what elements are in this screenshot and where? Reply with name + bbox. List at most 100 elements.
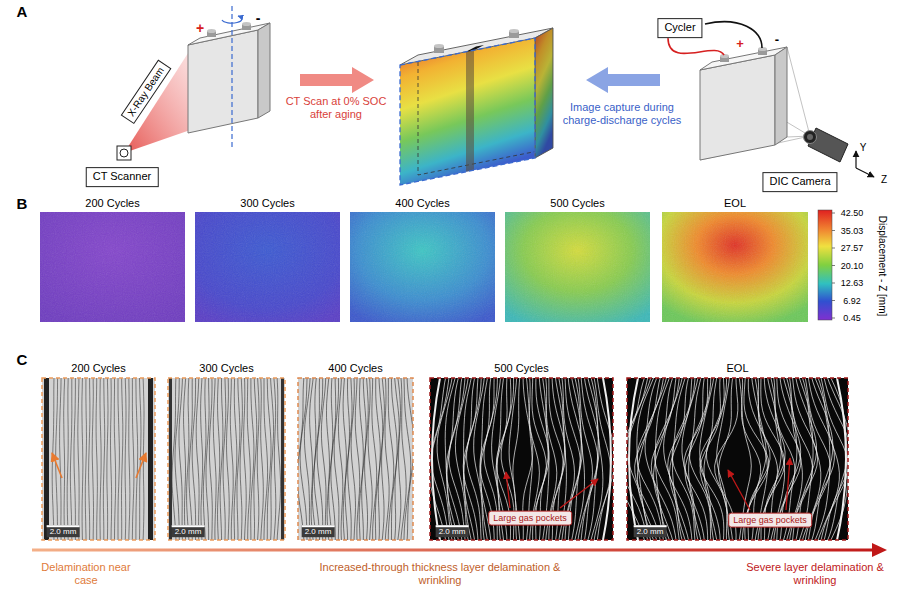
- pointer-arrow: [728, 470, 750, 510]
- panel-heading: 300 Cycles: [199, 362, 253, 375]
- view-lines: [700, 47, 810, 160]
- cell-front: [700, 55, 775, 160]
- electrode-layer: [184, 378, 186, 540]
- electrode-layer: [234, 378, 237, 540]
- electrode-layer: [635, 378, 661, 540]
- tick: [832, 213, 835, 214]
- electrode-layer: [172, 378, 176, 540]
- electrode-layer: [203, 378, 206, 540]
- electrode-layers: [298, 378, 413, 540]
- dic-map: [505, 212, 650, 322]
- scale-bar-label: 2.0 mm: [634, 525, 667, 537]
- terminal: [242, 22, 251, 26]
- tick: [832, 230, 835, 231]
- electrode-layer: [375, 378, 380, 540]
- tick-value: 6.92: [843, 295, 861, 306]
- terminal: [434, 44, 444, 48]
- tick-value: 0.45: [843, 313, 861, 324]
- electrode-layer: [192, 378, 195, 540]
- electrode-layer: [89, 378, 90, 540]
- case-wall: [432, 378, 440, 540]
- electrode-layer: [312, 378, 316, 540]
- electrode-layer: [348, 378, 352, 540]
- scale-bar-label: 2.0 mm: [47, 525, 80, 537]
- scale-bar-label: 2.0 mm: [436, 525, 469, 537]
- electrode-layer: [474, 378, 485, 540]
- electrode-layer: [114, 378, 115, 540]
- scale-bar-label: 2.0 mm: [302, 525, 335, 537]
- electrode-layer: [594, 378, 611, 540]
- electrode-layer: [175, 378, 179, 540]
- panel-letter: A: [17, 3, 28, 21]
- electrode-layer: [237, 378, 240, 540]
- electrode-layer: [223, 378, 226, 540]
- electrode-layer: [247, 378, 250, 540]
- step-arrow: [300, 67, 374, 93]
- positive-wire: [668, 38, 724, 55]
- panel-heading: 200 Cycles: [85, 197, 139, 210]
- electrode-layer: [464, 378, 475, 540]
- polarity-sign: -: [256, 10, 261, 27]
- ct-ground: [42, 378, 155, 540]
- combined-cell: [400, 28, 553, 185]
- camera-lens: [807, 134, 813, 140]
- cell-side-shade: [535, 28, 553, 158]
- tile-border: [430, 378, 613, 540]
- electrode-layer: [218, 378, 220, 540]
- electrode-layer: [382, 378, 385, 540]
- panel-heading: 200 Cycles: [71, 362, 125, 375]
- electrode-layer: [107, 378, 108, 540]
- stage-label: Delamination near case: [31, 561, 141, 587]
- electrode-layer: [267, 378, 271, 540]
- electrode-layers: [52, 378, 144, 540]
- ct-slice-image: [42, 378, 155, 540]
- electrode-layer: [637, 378, 664, 540]
- electrode-layer: [111, 378, 112, 540]
- electrode-layer: [60, 378, 62, 540]
- electrode-layer: [830, 378, 848, 540]
- cell-side: [258, 23, 270, 118]
- polarity-sign: +: [736, 36, 744, 52]
- electrode-layer: [206, 378, 209, 540]
- axis-label: Z: [881, 174, 887, 186]
- electrode-layer: [74, 378, 75, 540]
- source-box: [117, 146, 131, 160]
- camera-lens: [804, 131, 817, 144]
- electrode-layer: [398, 378, 401, 540]
- tick: [832, 283, 835, 284]
- electrode-layer: [92, 378, 93, 540]
- axis-label: Y: [860, 142, 867, 154]
- colorbar: [818, 210, 832, 320]
- electrode-layers: [627, 378, 848, 540]
- electrode-layer: [118, 378, 119, 540]
- electrode-layer: [251, 378, 254, 540]
- electrode-layer: [277, 378, 281, 540]
- ct-slice: [466, 50, 474, 172]
- electrode-layers: [172, 378, 281, 540]
- electrode-layer: [274, 378, 276, 540]
- electrode-layer: [132, 378, 134, 540]
- pointer-arrow: [506, 472, 510, 508]
- electrode-layer: [673, 378, 686, 540]
- tile-border: [168, 378, 285, 540]
- electrode-layer: [378, 378, 382, 540]
- ct-slice-image: [298, 378, 413, 540]
- dic-maps: [40, 212, 808, 322]
- panel-letter: C: [17, 351, 28, 369]
- electrode-layer: [189, 378, 192, 540]
- tick: [832, 265, 835, 266]
- colorbar-ticks: [832, 213, 835, 318]
- tick-value: 27.57: [841, 243, 864, 254]
- speckle: [662, 212, 808, 322]
- electrode-layer: [668, 378, 692, 540]
- terminal: [207, 29, 216, 33]
- case-wall: [837, 378, 846, 540]
- panel-heading: 400 Cycles: [328, 362, 382, 375]
- electrode-layer: [321, 378, 326, 540]
- electrode-layers: [430, 378, 613, 540]
- electrode-layer: [407, 378, 413, 540]
- electrode-layer: [220, 378, 223, 540]
- tick-value: 12.63: [841, 278, 864, 289]
- panel-heading: 300 Cycles: [240, 197, 294, 210]
